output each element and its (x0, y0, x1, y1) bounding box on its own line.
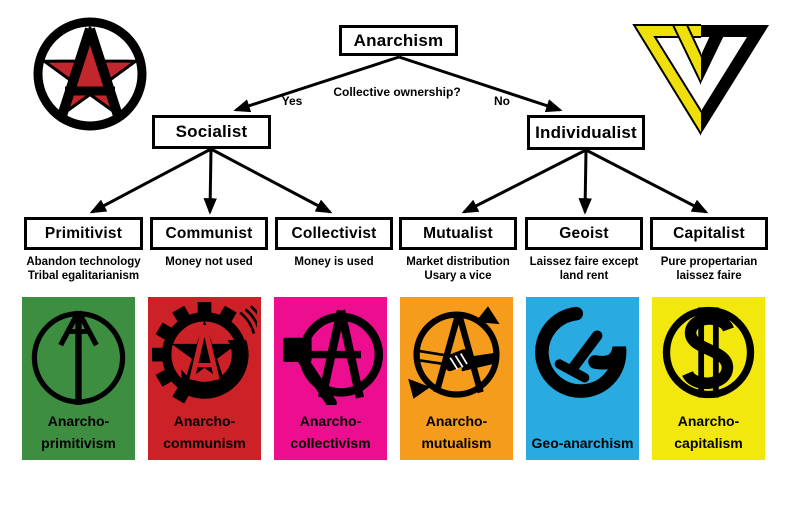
node-communist: Communist (150, 217, 268, 250)
card-geo-anarchism: Geo-anarchism (526, 297, 639, 460)
node-primitivist: Primitivist (24, 217, 143, 250)
node-geoist: Geoist (525, 217, 643, 250)
voluntaryist-v-icon (632, 24, 769, 136)
yes-label: Yes (281, 94, 303, 108)
card-anarcho-primitivism: Anarcho-primitivism (22, 297, 135, 460)
desc-collectivist: Money is used (294, 256, 374, 268)
anarchist-star-circle-a-icon (33, 17, 147, 131)
desc-communist: Money not used (165, 256, 253, 268)
question-label: Collective ownership? (333, 85, 461, 99)
card-anarcho-communism: Anarcho-communism (148, 297, 261, 460)
card-label: Anarcho-communism (163, 413, 246, 451)
node-mutualist: Mutualist (399, 217, 517, 250)
card-label: Anarcho-collectivism (290, 413, 371, 451)
no-label: No (494, 94, 510, 108)
node-individualist: Individualist (527, 115, 645, 150)
node-capitalist: Capitalist (650, 217, 768, 250)
gear-star-icon (152, 302, 257, 404)
node-socialist: Socialist (152, 115, 271, 149)
arrow-circle-icon (31, 310, 126, 405)
hammer-circle-a-icon (283, 309, 383, 405)
node-anarchism: Anarchism (339, 25, 458, 56)
handshake-circle-a-icon (408, 306, 500, 399)
card-label: Anarcho-capitalism (674, 413, 743, 451)
card-anarcho-mutualism: Anarcho-mutualism (400, 297, 513, 460)
card-label: Geo-anarchism (531, 435, 634, 451)
card-anarcho-capitalism: Anarcho-capitalism (652, 297, 765, 460)
card-anarcho-collectivism: Anarcho-collectivism (274, 297, 387, 460)
card-label: Anarcho-primitivism (41, 413, 116, 451)
geo-g-arrow-icon (535, 306, 627, 398)
dollar-circle-icon (662, 306, 755, 399)
card-label: Anarcho-mutualism (421, 413, 492, 451)
node-collectivist: Collectivist (275, 217, 393, 250)
